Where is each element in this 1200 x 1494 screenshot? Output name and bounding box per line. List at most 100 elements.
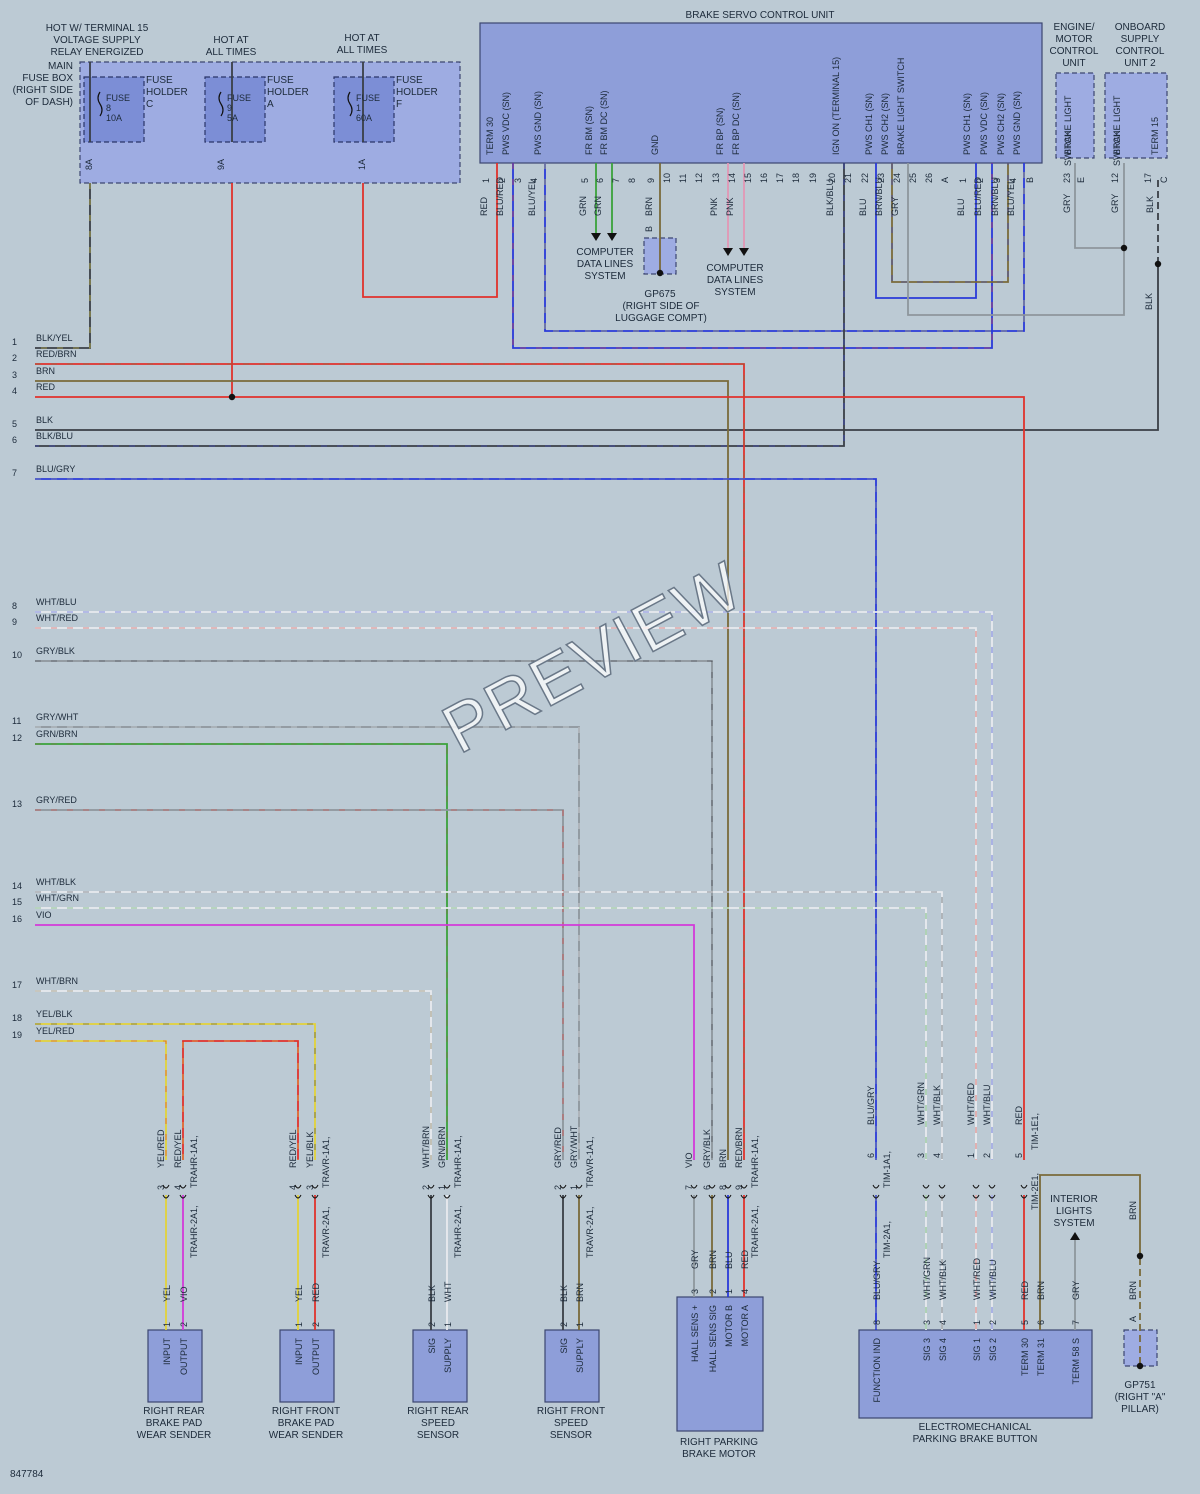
pin-number: 6 bbox=[866, 1153, 876, 1158]
upper-wire-label: YEL/BLK bbox=[305, 1131, 315, 1168]
upper-wire-label: RED/YEL bbox=[173, 1129, 183, 1168]
bus-line-number: 4 bbox=[12, 386, 17, 396]
fuse-name: 10A bbox=[106, 113, 122, 123]
arrow-down-icon bbox=[591, 233, 601, 241]
bus-wire-label: WHT/GRN bbox=[36, 893, 79, 903]
hot-all-times-label: ALL TIMES bbox=[337, 45, 388, 56]
component-title: RIGHT FRONT bbox=[272, 1406, 340, 1417]
connector-icon bbox=[311, 1194, 319, 1199]
onboard-conn: C bbox=[1159, 176, 1169, 183]
connector-icon bbox=[938, 1184, 946, 1189]
wire-blu bbox=[875, 163, 977, 299]
upper-wire-label: GRY/RED bbox=[553, 1127, 563, 1168]
fuse-pin: 1A bbox=[357, 159, 367, 170]
lower-wire-label: WHT/BLU bbox=[988, 1260, 998, 1301]
bscu-pin-number: 11 bbox=[678, 174, 688, 183]
bscu-pin-number: 10 bbox=[662, 173, 672, 183]
wire-gry bbox=[907, 163, 1125, 316]
bus-line-number: 17 bbox=[12, 980, 22, 990]
bscu-wire-label: BLU/YEL bbox=[1006, 179, 1016, 216]
connector-icon bbox=[972, 1184, 980, 1189]
engine-motor-control-unit bbox=[1055, 72, 1095, 159]
connector-id: TRAHR-1A1, bbox=[189, 1135, 199, 1188]
connector-icon bbox=[972, 1194, 980, 1199]
pin-number: 1 bbox=[972, 1320, 982, 1325]
upper-wire-label: RED/BRN bbox=[734, 1127, 744, 1168]
pin-number: 8 bbox=[718, 1185, 728, 1190]
upper-wire-label: BRN bbox=[718, 1149, 728, 1168]
pin-label: HALL SENS + bbox=[690, 1305, 700, 1362]
bus-wire-label: BRN bbox=[36, 366, 55, 376]
brake-servo-control-unit bbox=[479, 22, 1043, 164]
connector-id: TIM-2E1, bbox=[1030, 1173, 1040, 1210]
fuse-icon bbox=[97, 91, 103, 117]
connector-icon bbox=[988, 1194, 996, 1199]
component-title: SPEED bbox=[421, 1418, 455, 1429]
engine-unit-title: UNIT bbox=[1062, 58, 1085, 69]
connector-icon bbox=[294, 1184, 302, 1189]
gp675-label: GP675 bbox=[644, 289, 676, 300]
wire-yel-blk-stripe bbox=[35, 1023, 316, 1160]
pin-label: SIG 2 bbox=[988, 1338, 998, 1361]
pin-number: 7 bbox=[1071, 1320, 1081, 1325]
pin-label: SIG 4 bbox=[938, 1338, 948, 1361]
pin-number: 6 bbox=[702, 1185, 712, 1190]
bus-wire-label: YEL/RED bbox=[36, 1026, 75, 1036]
bscu-title: BRAKE SERVO CONTROL UNIT bbox=[686, 10, 835, 21]
upper-wire-label: WHT/BLU bbox=[982, 1085, 992, 1126]
onboard-unit-title: CONTROL bbox=[1116, 46, 1165, 57]
fuse-holder-label: FUSE bbox=[396, 75, 423, 86]
bus-wire-label: GRN/BRN bbox=[36, 729, 78, 739]
bus-line-number: 2 bbox=[12, 353, 17, 363]
right-rear-speed-sensor bbox=[412, 1329, 468, 1403]
bscu-pin-number: 6 bbox=[595, 178, 605, 183]
connector-id: TRAHR-2A1, bbox=[453, 1205, 463, 1258]
wire-blk-yel-stripe bbox=[35, 183, 91, 349]
main-fuse-box-label: (RIGHT SIDE bbox=[13, 85, 74, 96]
bscu-pin-label: BRAKE LIGHT SWITCH bbox=[896, 58, 906, 155]
lower-wire-label: BLU/GRY bbox=[872, 1261, 882, 1300]
main-fuse-box-label: FUSE BOX bbox=[22, 73, 73, 84]
bscu-wire-label: RED bbox=[479, 196, 489, 216]
pin-number: 1 bbox=[575, 1322, 585, 1327]
interior-lights-label: LIGHTS bbox=[1056, 1206, 1092, 1217]
gp751-wire-label: BRN bbox=[1128, 1201, 1138, 1220]
wire-blu-red-stripe bbox=[512, 163, 993, 349]
lower-wire-label: WHT bbox=[443, 1281, 453, 1302]
pin-number: 1 bbox=[569, 1185, 579, 1190]
gp751-wire-label: BRN bbox=[1128, 1281, 1138, 1300]
onboard-unit-title: SUPPLY bbox=[1121, 34, 1160, 45]
pin-number: 3 bbox=[690, 1289, 700, 1294]
lower-wire-label: BRN bbox=[708, 1250, 718, 1269]
pin-number: 2 bbox=[553, 1185, 563, 1190]
splice-dot bbox=[1154, 260, 1162, 268]
connector-icon bbox=[690, 1194, 698, 1199]
bscu-wire-label: BLU/RED bbox=[495, 176, 505, 216]
gp751-desc: (RIGHT "A" bbox=[1115, 1392, 1166, 1403]
pin-label: INPUT bbox=[162, 1337, 172, 1365]
bus-line-number: 6 bbox=[12, 435, 17, 445]
component-title: RIGHT REAR bbox=[407, 1406, 469, 1417]
bus-line-number: 11 bbox=[12, 716, 21, 726]
bscu-pin-number: 19 bbox=[808, 173, 818, 183]
pin-number: 3 bbox=[156, 1185, 166, 1190]
splice-dot bbox=[228, 393, 236, 401]
pin-number: 8 bbox=[872, 1320, 882, 1325]
fuse-1 bbox=[204, 76, 266, 143]
ground-dot bbox=[1136, 1362, 1144, 1370]
bscu-wire-label: BRN bbox=[644, 197, 654, 216]
engine-wire-label: GRY bbox=[1062, 194, 1072, 213]
lower-wire-label: WHT/GRN bbox=[922, 1257, 932, 1300]
pin-number: 3 bbox=[922, 1320, 932, 1325]
component-title: SPEED bbox=[554, 1418, 588, 1429]
diagram-id: 847784 bbox=[10, 1469, 44, 1480]
pin-number: 9 bbox=[734, 1185, 744, 1190]
component-title: WEAR SENDER bbox=[269, 1430, 343, 1441]
fuse-holder-label: F bbox=[396, 99, 402, 110]
onboard-pin-label: SWITCH bbox=[1112, 131, 1122, 167]
bscu-pin-label: FR BM DC (SN) bbox=[599, 91, 609, 156]
connector-icon bbox=[294, 1194, 302, 1199]
connector-icon bbox=[922, 1194, 930, 1199]
connector-icon bbox=[724, 1194, 732, 1199]
